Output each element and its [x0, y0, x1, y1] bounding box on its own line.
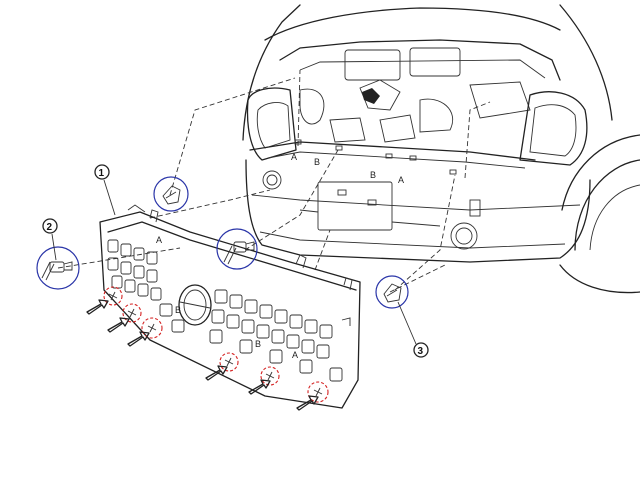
callout-3-label: 3	[418, 346, 424, 357]
clip-circle-3	[141, 317, 163, 339]
fastener-highlights	[36, 176, 409, 309]
grille-part	[99, 204, 361, 409]
callout-1: 1	[94, 164, 116, 216]
center-pin-highlight	[216, 228, 258, 270]
clip-circle-5	[260, 366, 280, 386]
callout-3: 3	[397, 301, 429, 358]
clip-circle-1	[103, 286, 123, 306]
letter-a-grille-upper: A	[156, 235, 162, 245]
arrow-icon	[107, 317, 130, 333]
arrow-icon	[127, 331, 150, 347]
callout-2: 2	[42, 218, 58, 261]
letter-a-grille-right: A	[292, 350, 298, 360]
push-direction-arrows	[86, 299, 319, 411]
letter-b-car-left: B	[314, 157, 320, 167]
alignment-lines	[57, 69, 491, 293]
letter-a-car-right: A	[398, 175, 404, 185]
car-front	[242, 4, 640, 294]
letter-b-grille-right: B	[255, 339, 261, 349]
arrow-icon	[86, 299, 109, 315]
arrow-icon	[205, 365, 228, 381]
clip-highlight-upper-left	[153, 176, 189, 212]
callout-1-label: 1	[99, 168, 105, 179]
letter-b-grille-left: B	[175, 305, 181, 315]
clip-circle-2	[122, 303, 142, 323]
letter-b-car-right: B	[370, 170, 376, 180]
callout-2-label: 2	[47, 222, 53, 233]
letter-a-car-left: A	[291, 152, 297, 162]
arrow-icon	[248, 379, 271, 395]
clip-circle-4	[219, 352, 239, 372]
clip-location-circles	[103, 286, 329, 403]
push-pin-highlight	[36, 246, 80, 290]
arrow-icon	[296, 395, 319, 411]
clip-circle-6	[307, 381, 329, 403]
clip-highlight-right	[375, 275, 409, 309]
